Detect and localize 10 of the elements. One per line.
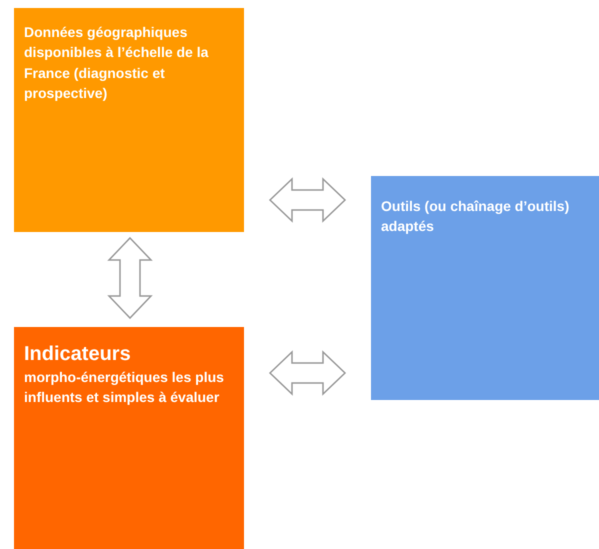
box-text: Outils (ou chaînage d’outils) adaptés — [381, 197, 570, 236]
double-arrow — [268, 177, 346, 223]
tool-box — [371, 176, 599, 400]
double-arrow — [268, 350, 346, 396]
box-text: Données géographiques disponibles à l’échelle de la France (diagnostic et prospective) — [24, 23, 210, 103]
data-box — [14, 8, 244, 232]
box-text: morpho-énergétiques les plus influents et simples à évaluer — [24, 368, 225, 408]
double-arrow — [107, 236, 153, 320]
box-heading: Indicateurs — [24, 342, 132, 367]
indicator-box — [14, 327, 244, 549]
